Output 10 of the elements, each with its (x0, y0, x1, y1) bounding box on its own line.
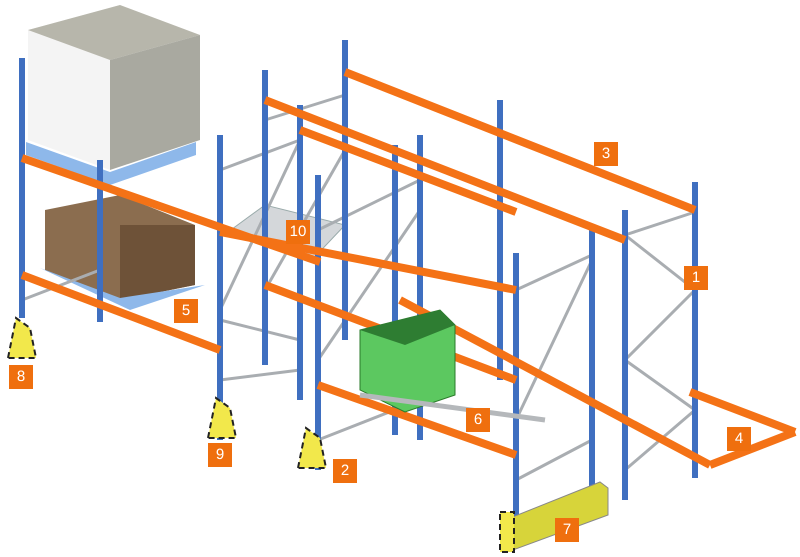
callout-number: 9 (208, 443, 232, 467)
callout-number: 2 (333, 459, 357, 483)
callout-number: 4 (727, 427, 751, 451)
callout-number: 3 (594, 142, 618, 166)
callout-number: 8 (9, 365, 33, 389)
callout-number: 10 (286, 220, 310, 244)
callout-number: 7 (555, 518, 579, 542)
callout-number: 6 (466, 408, 490, 432)
callout-number: 5 (174, 299, 198, 323)
callout-number: 1 (684, 266, 708, 290)
